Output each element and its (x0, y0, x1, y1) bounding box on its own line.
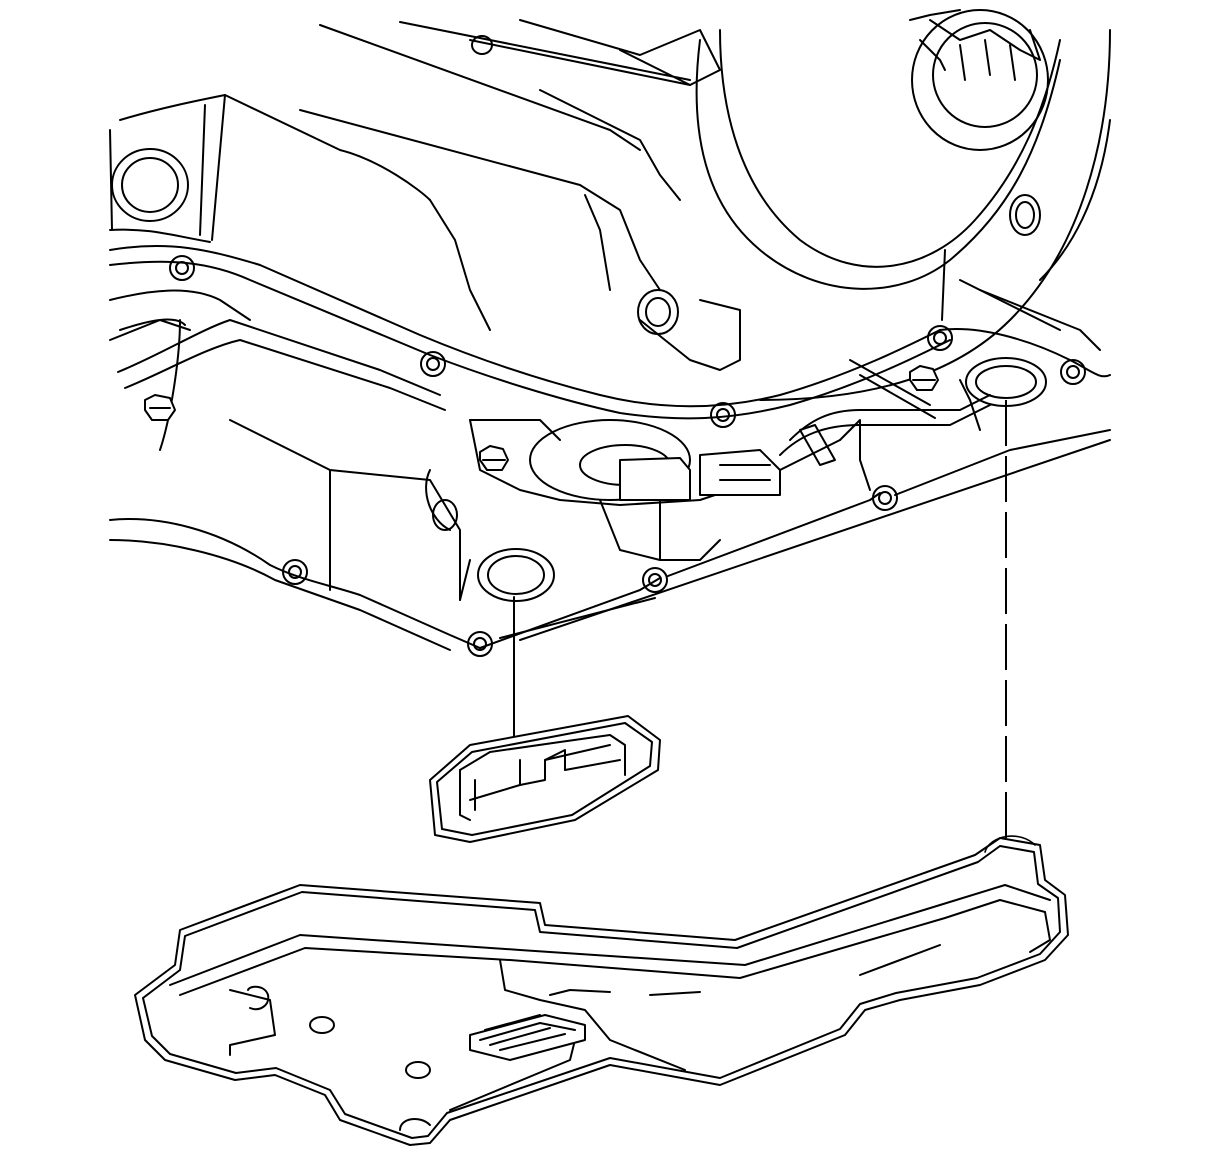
alignment-lines (513, 400, 1007, 840)
center-bolt (479, 445, 509, 471)
valve-body (425, 379, 981, 561)
fluid-filter (134, 837, 1069, 1146)
transaxle-case (109, 9, 1111, 657)
filter-gasket (984, 835, 1036, 853)
right-bolt (909, 365, 939, 391)
left-bolt (144, 394, 176, 421)
output-shaft (909, 9, 1049, 151)
cooler-lines (109, 289, 446, 451)
filter-neck (469, 1014, 586, 1061)
filter-bore-right (965, 357, 1047, 407)
flange-bolt-holes (169, 255, 1086, 428)
filter-holes (247, 985, 431, 1131)
filter-seal (429, 715, 661, 843)
filter-bore-left (459, 548, 555, 602)
